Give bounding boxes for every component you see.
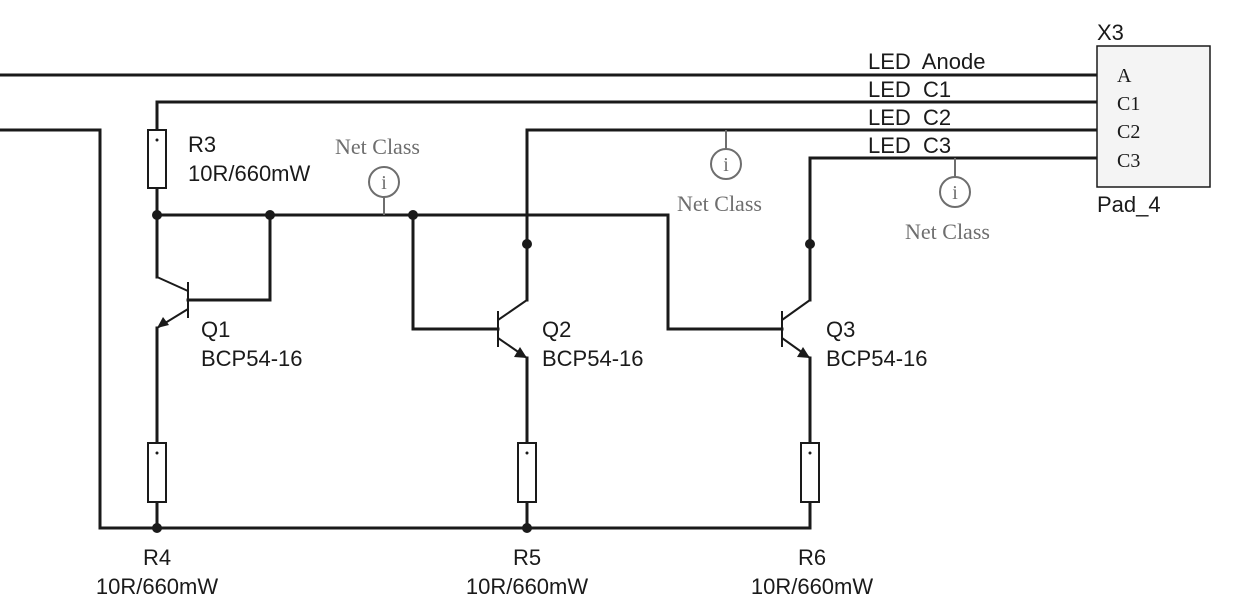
emitter-arrow <box>514 347 527 358</box>
netclass-glyph: i <box>952 182 958 204</box>
netclass-marker-1[interactable]: i Net Class <box>335 134 420 198</box>
emitter-arrow <box>797 347 810 358</box>
pin1-marker <box>525 451 529 455</box>
wire-left-ground <box>0 128 812 530</box>
netclass-marker-3[interactable]: i Net Class <box>905 176 990 244</box>
wire-led-c3 <box>808 156 1099 302</box>
emitter-arrow <box>157 317 169 328</box>
wire-led-c1 <box>155 100 1099 132</box>
junction-dot <box>522 239 532 249</box>
q1-value: BCP54-16 <box>201 346 303 371</box>
netclass-glyph: i <box>723 154 729 176</box>
netclass-label: Net Class <box>335 134 420 159</box>
resistor-r4[interactable] <box>147 442 167 503</box>
resistor-body <box>147 442 167 503</box>
netclass-label: Net Class <box>677 191 762 216</box>
r5-value: 10R/660mW <box>466 574 589 599</box>
wire-base-bus <box>155 213 784 331</box>
netclass-label: Net Class <box>905 219 990 244</box>
net-label-led-c1: LED C1 <box>868 77 951 102</box>
netclass-info-icon <box>368 166 400 198</box>
junction-dot <box>408 210 418 220</box>
netclass-glyph: i <box>381 172 387 194</box>
netclass-info-icon <box>939 176 971 208</box>
q3-value: BCP54-16 <box>826 346 928 371</box>
pin1-marker <box>155 138 159 142</box>
r5-ref: R5 <box>513 545 541 570</box>
collector-lead <box>156 276 189 292</box>
r3-value: 10R/660mW <box>188 161 311 186</box>
connector-pin-c1: C1 <box>1117 93 1140 115</box>
r4-value: 10R/660mW <box>96 574 219 599</box>
collector-lead <box>497 299 528 321</box>
net-label-led-c3: LED C3 <box>868 133 951 158</box>
junction-dot <box>522 523 532 533</box>
junctions <box>152 210 815 533</box>
component-labels: R3 10R/660mW Q1 BCP54-16 Q2 BCP54-16 Q3 … <box>96 132 928 599</box>
resistor-body <box>147 129 167 189</box>
connector-pin-c3: C3 <box>1117 150 1140 172</box>
resistor-r5[interactable] <box>517 442 537 503</box>
wire-q2-base <box>411 213 500 331</box>
resistor-body <box>517 442 537 503</box>
junction-dot <box>152 523 162 533</box>
connector-pin-c2: C2 <box>1117 121 1140 143</box>
transistor-q3[interactable] <box>781 299 811 359</box>
q2-ref: Q2 <box>542 317 571 342</box>
net-label-led-anode: LED Anode <box>868 49 985 74</box>
r4-ref: R4 <box>143 545 171 570</box>
netclass-marker-2[interactable]: i Net Class <box>677 148 762 216</box>
transistor-q2[interactable] <box>497 299 528 359</box>
q1-ref: Q1 <box>201 317 230 342</box>
q2-value: BCP54-16 <box>542 346 644 371</box>
junction-dot <box>805 239 815 249</box>
resistor-r6[interactable] <box>800 442 820 503</box>
q3-ref: Q3 <box>826 317 855 342</box>
connector-x3[interactable]: X3 Pad_4 A C1 C2 C3 <box>1096 20 1211 217</box>
r6-ref: R6 <box>798 545 826 570</box>
net-label-led-c2: LED C2 <box>868 105 951 130</box>
pin1-marker <box>155 451 159 455</box>
junction-dot <box>265 210 275 220</box>
netclass-info-icon <box>710 148 742 180</box>
resistor-r3[interactable] <box>147 129 167 189</box>
pin1-marker <box>808 451 812 455</box>
connector-body <box>1096 45 1211 188</box>
connector-ref: X3 <box>1097 20 1124 45</box>
junction-dot <box>152 210 162 220</box>
net-labels: LED Anode LED C1 LED C2 LED C3 <box>868 49 985 158</box>
r3-ref: R3 <box>188 132 216 157</box>
wire-q1-base <box>186 213 272 302</box>
transistor-q1[interactable] <box>156 276 189 329</box>
connector-value: Pad_4 <box>1097 192 1161 217</box>
connector-pin-a: A <box>1117 65 1132 87</box>
r6-value: 10R/660mW <box>751 574 874 599</box>
resistor-body <box>800 442 820 503</box>
collector-lead <box>781 299 811 321</box>
